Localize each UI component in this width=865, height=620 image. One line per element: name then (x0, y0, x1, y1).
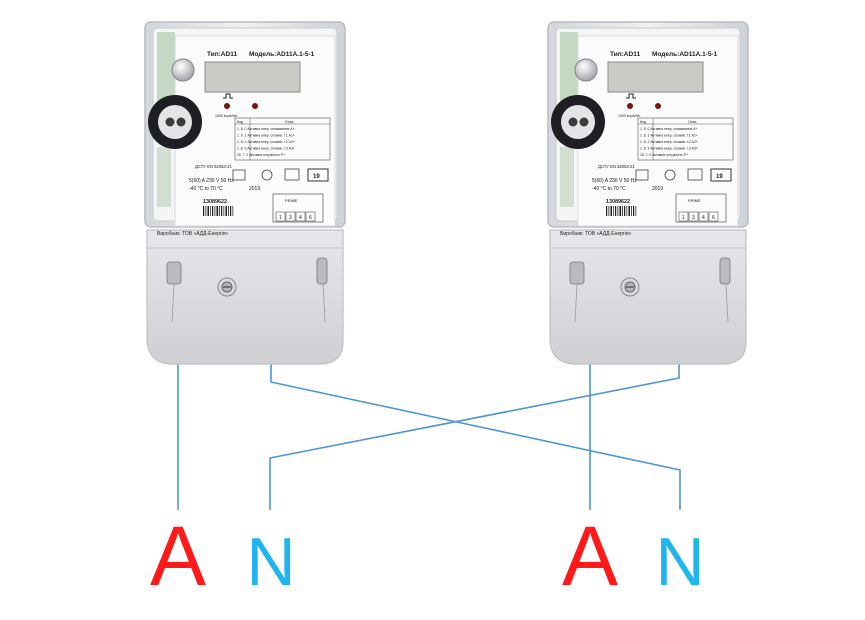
obis-row: 1. 8. 0 Активна енер. споживання А+ (237, 127, 294, 131)
obis-row: 1. 8. 2 Активна енер. спожив. т.2 А2+ (640, 140, 698, 144)
terminal-number: 3 (289, 215, 292, 221)
diagram-label: PRIME (285, 198, 298, 203)
pulse-rate-label: 1000 imp/kWh (215, 114, 237, 118)
ratings-label: 5(60) A 230 V 50 Hz (592, 178, 637, 184)
wire-right-neutral-cross (269, 345, 680, 510)
serial-number: 13089622 (606, 199, 630, 205)
year-label: 2019 (652, 186, 663, 192)
standard-label: ДСТУ EN 62053-21 (195, 164, 232, 169)
obis-row: 1. 8. 3 Активна енер. спожив. т.3 А3+ (237, 147, 295, 151)
obis-row: 1. 8. 1 Активна енер. спожив. т.1 А1+ (640, 134, 698, 138)
diagram-label: PRIME (688, 198, 701, 203)
phase-terminal-label: A (150, 509, 206, 603)
meter-0-labels: Тип:AD11 Модель:AD11A.1-5-1 1000 imp/kWhКо… (157, 51, 320, 237)
neutral-terminal-label: N (246, 524, 295, 600)
temperature-range-label: -40 °C to 70 °C (592, 186, 626, 192)
obis-row: 15. 7. 0 Активна потужність Р+ (237, 153, 285, 157)
class-box-value: 19 (313, 174, 320, 180)
ratings-label: 5(60) A 230 V 50 Hz (189, 178, 234, 184)
manufacturer-label: Виробник: ТОВ «АДД-Енергія» (560, 231, 632, 237)
obis-row: 1. 8. 1 Активна енер. спожив. т.1 А1+ (237, 134, 295, 138)
manufacturer-label: Виробник: ТОВ «АДД-Енергія» (157, 231, 229, 237)
wire-left-neutral-cross (270, 345, 681, 510)
obis-header-code: Код (640, 120, 647, 124)
terminal-number: 6 (309, 215, 312, 221)
meter-model-label: Модель:AD11A.1-5-1 (249, 51, 315, 58)
terminal-number: 4 (299, 215, 302, 221)
obis-row: 1. 8. 3 Активна енер. спожив. т.3 А3+ (640, 147, 698, 151)
electricity-meter-right (547, 21, 749, 365)
electricity-meter-left (144, 21, 346, 365)
obis-header-desc: Опис (285, 120, 294, 124)
terminal-number: 4 (702, 215, 705, 221)
obis-row: 15. 7. 0 Активна потужність Р+ (640, 153, 688, 157)
neutral-terminal-label: N (655, 524, 704, 600)
temperature-range-label: -40 °C to 70 °C (189, 186, 223, 192)
wiring-lines (177, 340, 681, 510)
terminal-number: 3 (692, 215, 695, 221)
class-box-value: 19 (716, 174, 723, 180)
serial-number: 13089622 (203, 199, 227, 205)
meter-1-labels: Тип:AD11 Модель:AD11A.1-5-1 1000 imp/kWhКо… (560, 51, 723, 237)
meter-type-label: Тип:AD11 (207, 51, 237, 58)
terminal-number: 6 (712, 215, 715, 221)
obis-header-desc: Опис (688, 120, 697, 124)
terminal-number: 1 (279, 215, 282, 221)
standard-label: ДСТУ EN 62053-21 (598, 164, 635, 169)
meter-model-label: Модель:AD11A.1-5-1 (652, 51, 718, 58)
meter-type-label: Тип:AD11 (610, 51, 640, 58)
phase-terminal-label: A (562, 509, 618, 603)
pulse-rate-label: 1000 imp/kWh (618, 114, 640, 118)
year-label: 2019 (249, 186, 260, 192)
obis-row: 1. 8. 0 Активна енер. споживання А+ (640, 127, 697, 131)
obis-row: 1. 8. 2 Активна енер. спожив. т.2 А2+ (237, 140, 295, 144)
terminal-number: 1 (682, 215, 685, 221)
obis-header-code: Код (237, 120, 244, 124)
